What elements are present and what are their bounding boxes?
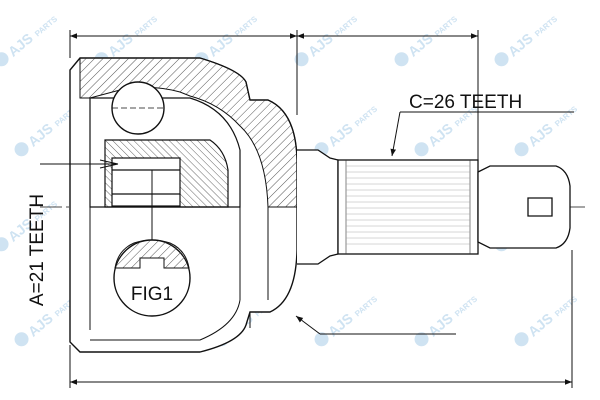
ball-bearing — [111, 81, 165, 135]
svg-text:PARTS: PARTS — [233, 14, 260, 38]
svg-text:AJS: AJS — [325, 120, 356, 150]
svg-text:AJS: AJS — [5, 30, 36, 60]
svg-text:AJS: AJS — [305, 30, 336, 60]
svg-text:PARTS: PARTS — [353, 104, 380, 128]
svg-text:AJS: AJS — [425, 120, 456, 150]
svg-text:AJS: AJS — [105, 30, 136, 60]
label-c-teeth: C=26 TEETH — [409, 92, 522, 113]
svg-text:AJS: AJS — [325, 310, 356, 340]
fig1-label: FIG1 — [131, 284, 173, 305]
housing-section — [79, 57, 298, 208]
svg-text:AJS: AJS — [205, 30, 236, 60]
svg-text:AJS: AJS — [405, 30, 436, 60]
svg-text:AJS: AJS — [525, 120, 556, 150]
boot-leader — [295, 315, 456, 335]
svg-text:AJS: AJS — [25, 310, 56, 340]
svg-text:PARTS: PARTS — [553, 294, 580, 318]
svg-text:AJS: AJS — [25, 120, 56, 150]
dimension-top — [69, 30, 479, 160]
shaft-spline — [345, 160, 471, 254]
svg-text:PARTS: PARTS — [453, 294, 480, 318]
output-shaft — [297, 149, 571, 265]
svg-text:AJS: AJS — [425, 310, 456, 340]
svg-text:PARTS: PARTS — [553, 104, 580, 128]
spline-c-leader — [390, 111, 574, 157]
svg-text:AJS: AJS — [525, 310, 556, 340]
svg-text:PARTS: PARTS — [433, 14, 460, 38]
spline-a-indicator — [40, 159, 153, 245]
svg-text:AJS: AJS — [505, 30, 536, 60]
housing-lower — [89, 207, 269, 341]
svg-text:PARTS: PARTS — [353, 294, 380, 318]
svg-text:PARTS: PARTS — [133, 14, 160, 38]
fig1-detail: FIG1 — [113, 239, 191, 317]
label-a-teeth: A=21 TEETH — [27, 194, 48, 306]
svg-text:PARTS: PARTS — [533, 14, 560, 38]
dimension-bottom — [69, 250, 573, 388]
svg-text:PARTS: PARTS — [33, 14, 60, 38]
svg-text:PARTS: PARTS — [333, 14, 360, 38]
spline-ticks — [346, 165, 470, 245]
